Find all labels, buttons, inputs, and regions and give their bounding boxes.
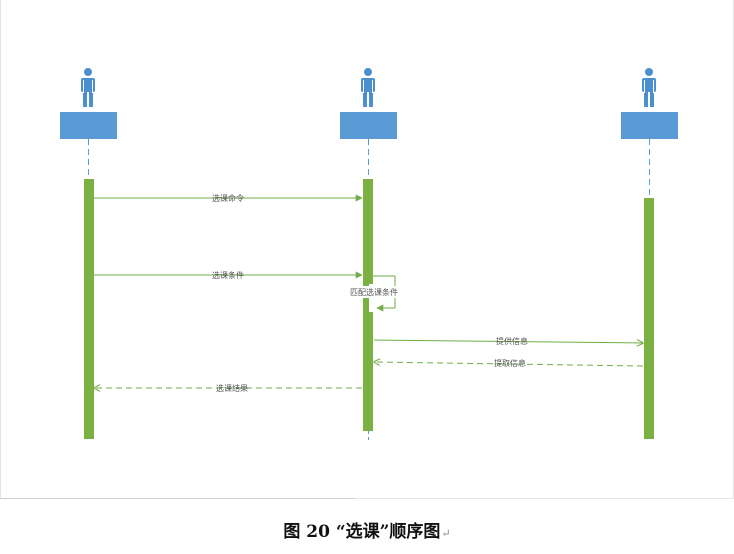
- activation-bar: [363, 179, 373, 431]
- activation-bar: [84, 179, 94, 439]
- person-icon: [81, 68, 95, 107]
- message-provide-info: 提供信息: [373, 336, 643, 346]
- message-label: 选课条件: [212, 270, 244, 280]
- figure-caption: 图 20 “选课”顺序图↵: [0, 517, 734, 542]
- sequence-diagram: 选课命令 选课条件 匹配选课条件 提供信息 提取信息 选课结果: [60, 68, 678, 440]
- message-match-conditions-self-call: 匹配选课条件: [345, 275, 403, 312]
- message-label: 提供信息: [496, 336, 528, 346]
- message-label: 选课结果: [216, 383, 248, 393]
- message-label: 选课命令: [212, 193, 244, 203]
- participant-2: [340, 68, 397, 440]
- message-select-course-result: 选课结果: [94, 383, 362, 393]
- page-frame-left: [0, 0, 1, 498]
- message-label: 匹配选课条件: [350, 287, 398, 297]
- caption-text: 图 20 “选课”顺序图: [283, 522, 441, 542]
- person-icon: [361, 68, 375, 107]
- participant-3: [621, 68, 678, 439]
- separator-rule: [0, 498, 355, 499]
- message-select-course-conditions: 选课条件: [94, 270, 363, 280]
- message-select-course-command: 选课命令: [94, 193, 363, 203]
- participant-1: [60, 68, 117, 439]
- participant-box: [60, 112, 117, 139]
- separator-rule: [355, 498, 734, 499]
- message-extract-info: 提取信息: [374, 358, 644, 368]
- activation-bar: [644, 198, 654, 439]
- message-label: 提取信息: [494, 358, 526, 368]
- participant-box: [621, 112, 678, 139]
- return-mark: ↵: [441, 527, 451, 540]
- participant-box: [340, 112, 397, 139]
- person-icon: [642, 68, 656, 107]
